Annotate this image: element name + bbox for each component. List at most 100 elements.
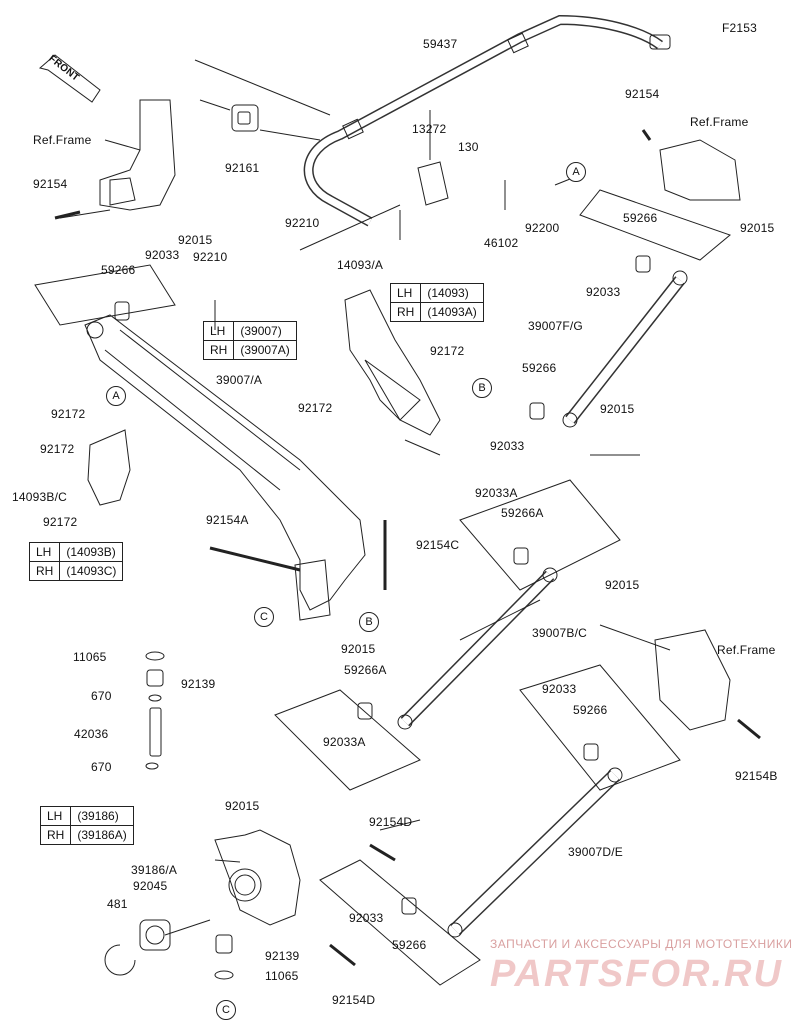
label-92015-a[interactable]: 92015 bbox=[178, 233, 213, 247]
table-rh-key: RH bbox=[389, 302, 422, 322]
label-39007a[interactable]: 39007/A bbox=[216, 373, 263, 387]
label-46102[interactable]: 46102 bbox=[484, 236, 519, 250]
collar-92139-a bbox=[146, 669, 164, 687]
table-lh-key: LH bbox=[39, 806, 72, 826]
label-92154-left[interactable]: 92154 bbox=[33, 177, 68, 191]
bushing-59266-d bbox=[583, 743, 599, 761]
label-92154d-b[interactable]: 92154D bbox=[332, 993, 376, 1007]
bolt-92154b bbox=[737, 718, 761, 740]
pin-42036 bbox=[149, 707, 162, 757]
label-14093bc[interactable]: 14093B/C bbox=[12, 490, 67, 504]
label-59266-b[interactable]: 59266 bbox=[623, 211, 658, 225]
label-92015-e[interactable]: 92015 bbox=[605, 578, 640, 592]
callout-c-2[interactable]: C bbox=[216, 1000, 236, 1020]
label-92033a-a[interactable]: 92033A bbox=[475, 486, 518, 500]
label-92172-c[interactable]: 92172 bbox=[51, 407, 86, 421]
callout-a-2[interactable]: A bbox=[106, 386, 126, 406]
ring-670-a bbox=[148, 694, 162, 702]
circlip bbox=[104, 944, 136, 976]
bracket-13272 bbox=[417, 161, 449, 206]
label-92172-b[interactable]: 92172 bbox=[298, 401, 333, 415]
bolt-92154-right bbox=[641, 129, 652, 141]
label-92161[interactable]: 92161 bbox=[225, 161, 260, 175]
label-92210-a[interactable]: 92210 bbox=[193, 250, 228, 264]
label-59266-d[interactable]: 59266 bbox=[573, 703, 608, 717]
label-92045[interactable]: 92045 bbox=[133, 879, 168, 893]
label-59266a-b[interactable]: 59266A bbox=[344, 663, 387, 677]
label-670-a[interactable]: 670 bbox=[91, 689, 112, 703]
label-92033-b[interactable]: 92033 bbox=[586, 285, 621, 299]
callout-b-1[interactable]: B bbox=[472, 378, 492, 398]
collar-92139-b bbox=[215, 934, 233, 954]
label-59266-e[interactable]: 59266 bbox=[392, 938, 427, 952]
variant-table-14093b: LH(14093B) RH(14093C) bbox=[28, 542, 124, 581]
label-92200[interactable]: 92200 bbox=[525, 221, 560, 235]
table-rh-key: RH bbox=[28, 561, 61, 581]
label-92033a-b[interactable]: 92033A bbox=[323, 735, 366, 749]
callout-a-1[interactable]: A bbox=[566, 162, 586, 182]
label-92033-e[interactable]: 92033 bbox=[349, 911, 384, 925]
label-59437[interactable]: 59437 bbox=[423, 37, 458, 51]
label-42036[interactable]: 42036 bbox=[74, 727, 109, 741]
bolt-92154-left bbox=[54, 210, 81, 220]
label-13272[interactable]: 13272 bbox=[412, 122, 447, 136]
label-59266-a[interactable]: 59266 bbox=[101, 263, 136, 277]
label-92172-d[interactable]: 92172 bbox=[40, 442, 75, 456]
label-39007de[interactable]: 39007D/E bbox=[568, 845, 623, 859]
label-92015-c[interactable]: 92015 bbox=[600, 402, 635, 416]
callout-c-1[interactable]: C bbox=[254, 607, 274, 627]
diagram-code: F2153 bbox=[722, 21, 758, 35]
label-92154-right[interactable]: 92154 bbox=[625, 87, 660, 101]
label-92172-a[interactable]: 92172 bbox=[430, 344, 465, 358]
label-11065-b[interactable]: 11065 bbox=[265, 969, 299, 983]
front-arrow-icon bbox=[38, 54, 101, 103]
label-92033-d[interactable]: 92033 bbox=[542, 682, 577, 696]
label-130[interactable]: 130 bbox=[458, 140, 479, 154]
label-92154d-a[interactable]: 92154D bbox=[369, 815, 413, 829]
label-11065-a[interactable]: 11065 bbox=[73, 650, 107, 664]
label-92154c[interactable]: 92154C bbox=[416, 538, 460, 552]
label-ref-frame-right2: Ref.Frame bbox=[717, 643, 776, 657]
label-92033-c[interactable]: 92033 bbox=[490, 439, 525, 453]
label-92033-a[interactable]: 92033 bbox=[145, 248, 180, 262]
label-59266-c[interactable]: 59266 bbox=[522, 361, 557, 375]
table-lh-value: (14093B) bbox=[59, 542, 124, 562]
variant-table-39007: LH(39007) RH(39007A) bbox=[202, 321, 297, 360]
label-92015-d[interactable]: 92015 bbox=[341, 642, 376, 656]
label-39007fg[interactable]: 39007F/G bbox=[528, 319, 583, 333]
label-39007bc[interactable]: 39007B/C bbox=[532, 626, 587, 640]
watermark-logo: PARTSFOR.RU bbox=[490, 953, 783, 995]
lower-frame-bracket bbox=[654, 629, 731, 731]
variant-table-39186: LH(39186) RH(39186A) bbox=[39, 806, 134, 845]
label-14093a[interactable]: 14093/A bbox=[337, 258, 384, 272]
label-92172-e[interactable]: 92172 bbox=[43, 515, 78, 529]
table-lh-value: (14093) bbox=[420, 283, 484, 303]
label-92015-b[interactable]: 92015 bbox=[740, 221, 775, 235]
label-92210-b[interactable]: 92210 bbox=[285, 216, 320, 230]
mount-bracket bbox=[294, 559, 331, 621]
right-frame-bracket bbox=[659, 139, 741, 201]
trailing-arm bbox=[84, 314, 366, 611]
label-59266a-a[interactable]: 59266A bbox=[501, 506, 544, 520]
label-92139-a[interactable]: 92139 bbox=[181, 677, 216, 691]
washer-11065-b bbox=[214, 970, 234, 980]
label-481[interactable]: 481 bbox=[107, 897, 128, 911]
bolt-92154d-a bbox=[369, 843, 396, 862]
label-92139-b[interactable]: 92139 bbox=[265, 949, 300, 963]
bolt-92154d-b bbox=[329, 943, 356, 967]
label-39186a[interactable]: 39186/A bbox=[131, 863, 178, 877]
label-670-b[interactable]: 670 bbox=[91, 760, 112, 774]
label-ref-frame-left: Ref.Frame bbox=[33, 133, 92, 147]
callout-b-2[interactable]: B bbox=[359, 612, 379, 632]
table-lh-key: LH bbox=[28, 542, 61, 562]
washer-11065-a bbox=[145, 651, 165, 661]
table-lh-key: LH bbox=[389, 283, 422, 303]
mud-guard bbox=[344, 289, 441, 436]
mud-guard-small bbox=[87, 429, 131, 506]
label-92015-f[interactable]: 92015 bbox=[225, 799, 260, 813]
bearing bbox=[139, 919, 171, 951]
label-92154a[interactable]: 92154A bbox=[206, 513, 249, 527]
table-lh-key: LH bbox=[202, 321, 235, 341]
label-92154b[interactable]: 92154B bbox=[735, 769, 778, 783]
